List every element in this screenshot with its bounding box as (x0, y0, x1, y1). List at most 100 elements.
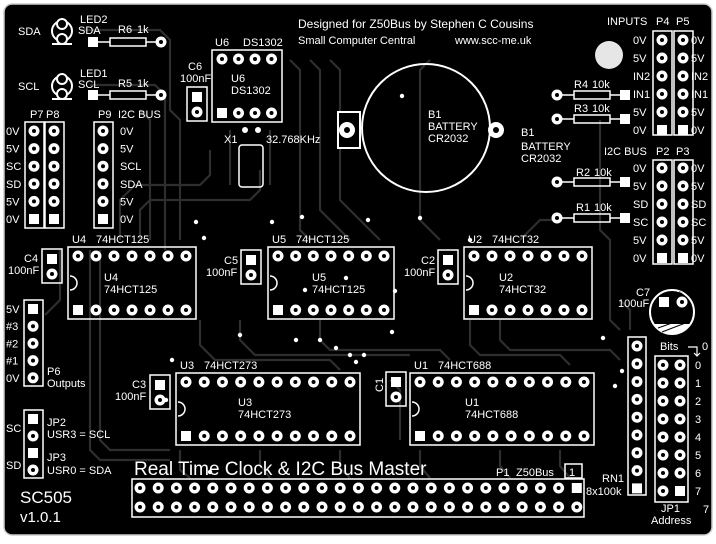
via-group (163, 93, 639, 475)
battery-type-inner: CR2032 (428, 133, 468, 145)
p7-pin-label: SC (6, 161, 21, 173)
via (237, 332, 243, 338)
pad-drill (681, 220, 685, 224)
p4-pin-label: 5V (633, 53, 647, 65)
pad-drill (101, 181, 105, 186)
pad-drill (508, 308, 512, 312)
pad-drill (562, 254, 566, 258)
led2-pin: SDA (78, 25, 101, 37)
pad-drill (32, 129, 36, 133)
pad-drill (148, 308, 152, 312)
pad-drill (247, 505, 252, 509)
jp3-ref: JP3 (47, 452, 66, 464)
pad-drill (32, 146, 36, 151)
ic-outline (409, 372, 595, 446)
via (600, 335, 606, 341)
ic-pin (415, 431, 425, 441)
ic-ref-top: U5 (272, 234, 286, 246)
pad-drill (436, 380, 441, 384)
p3-pin-label: 5V (691, 181, 705, 193)
pad-drill (429, 505, 434, 509)
via (293, 337, 299, 343)
pad-drill (483, 505, 488, 509)
jp3-side: SD (6, 460, 21, 472)
c3-group: C3 100nF (115, 374, 171, 410)
p7-pin-label: 5V (6, 144, 20, 156)
p5-pin-label: 5V (691, 53, 705, 65)
pad-drill (392, 486, 397, 490)
p7-pin (29, 214, 39, 224)
led-section: SDA LED2 SDA SCL LED1 SCL R6 1k R5 (18, 14, 167, 101)
c4-ref: C4 (24, 253, 38, 265)
pad-drill (94, 308, 98, 312)
p2-pin-label: SD (633, 199, 648, 211)
r6-footprint (88, 36, 167, 48)
c4-value: 100nF (8, 265, 39, 277)
p8-title: P8 (46, 109, 59, 121)
pad-drill (635, 450, 639, 455)
pad-drill (269, 57, 274, 61)
pad-drill (184, 254, 188, 258)
pad-drill (660, 238, 664, 242)
via (619, 368, 625, 374)
c2-ref: C2 (421, 255, 435, 267)
pad-drill (338, 505, 343, 509)
ic-outline (67, 246, 197, 320)
pad-drill (32, 181, 36, 186)
r1-group: R1 10k (551, 202, 630, 224)
pad-drill (490, 308, 494, 312)
r4-ref: R4 (574, 79, 588, 91)
p2-pin-label: 5V (633, 181, 647, 193)
c7-plus-mark: + (677, 289, 683, 300)
copper-traces (44, 28, 632, 479)
ic-part-top: 74HCT125 (96, 234, 149, 246)
p6-pin-label: 5V (6, 304, 20, 316)
pad-drill (275, 434, 280, 438)
p6-pin-label: 0V (6, 373, 20, 385)
u6-pin (217, 108, 227, 118)
via (317, 337, 323, 343)
p5-pin-label: IN2 (691, 71, 708, 83)
p2-pin-label: 0V (633, 163, 647, 175)
pad-drill (635, 379, 639, 384)
jp1-bit-number: 2 (695, 396, 701, 408)
pad-drill (130, 254, 134, 258)
pad-drill (311, 380, 316, 384)
pad-drill (544, 308, 548, 312)
battery-ref-outer: B1 (521, 127, 534, 139)
pad-drill (174, 486, 179, 490)
p4-pin-label: 5V (633, 107, 647, 119)
jp1-bottom-pin: 7 (703, 504, 709, 516)
pad-drill (138, 486, 142, 490)
pad-drill (329, 380, 334, 384)
pad-drill (236, 111, 241, 115)
via (207, 469, 213, 475)
rn1-pin (632, 483, 642, 494)
pad-drill (31, 341, 35, 346)
pad-drill (156, 486, 161, 490)
c5-ref: C5 (224, 255, 238, 267)
pad-drill (364, 254, 369, 258)
ic-pin (181, 431, 191, 441)
via (347, 352, 353, 358)
x1-ref: X1 (224, 134, 237, 146)
pad-drill (256, 434, 261, 438)
c2-value: 100nF (404, 267, 435, 279)
pad-drill (678, 435, 682, 439)
pad-drill (545, 380, 550, 384)
c6-value: 100nF (180, 73, 211, 85)
c3-value: 100nF (115, 391, 146, 403)
pad-drill (382, 308, 386, 312)
pad-drill (661, 435, 665, 439)
p3-pin-label: 0V (691, 253, 705, 265)
pad-drill (31, 324, 35, 329)
pad-drill (253, 111, 257, 115)
p4-pin-label: IN1 (633, 89, 650, 101)
ic-part-top: 74HCT32 (492, 234, 539, 246)
r6-value: 1k (137, 24, 149, 36)
via (365, 217, 371, 223)
led2-footprint (51, 18, 73, 45)
